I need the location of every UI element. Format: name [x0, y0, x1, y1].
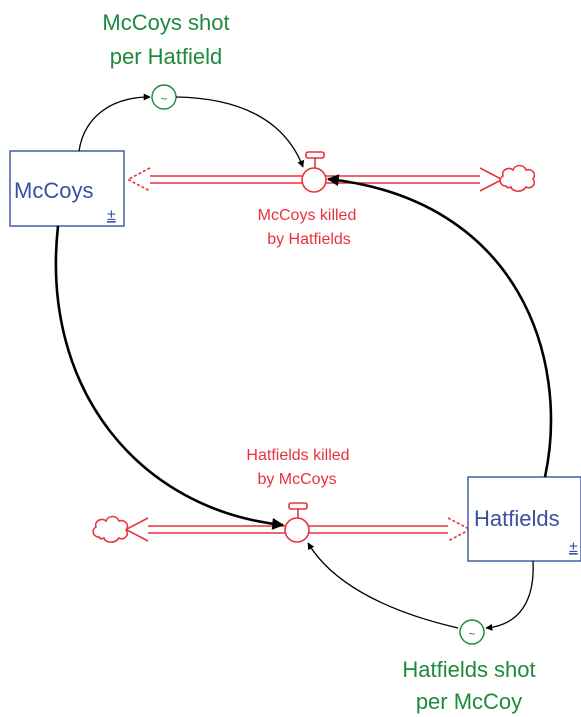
flow-arrowhead-icon	[124, 517, 149, 542]
outflow-arrowhead-icon	[447, 517, 472, 542]
connector-hatfields-to-valve-top	[326, 174, 553, 478]
valve-hatfields-killed[interactable]	[284, 502, 310, 543]
stock-marker-hatfields: ±	[569, 539, 578, 556]
stock-label-mccoys: McCoys	[14, 178, 93, 203]
connector-shot-to-valve-bottom	[307, 542, 459, 629]
converter-label-hatfields-shot-line2: per McCoy	[416, 689, 522, 714]
converter-label-hatfields-shot-line1: Hatfields shot	[402, 657, 535, 682]
flow-label-mccoys-killed-line1: McCoys killed	[258, 207, 357, 224]
connector-hatfields-to-shot	[485, 560, 534, 631]
flow-label-hatfields-killed-line1: Hatfields killed	[246, 447, 349, 464]
flow-label-hatfields-killed-line2: by McCoys	[257, 471, 336, 488]
stock-hatfields[interactable]	[467, 476, 581, 562]
valve-mccoys-killed[interactable]	[301, 151, 327, 193]
converter-symbol-icon: ~	[468, 627, 475, 641]
stock-mccoys[interactable]	[9, 150, 125, 227]
flow-arrowhead-icon	[479, 167, 504, 192]
converter-label-mccoys-shot-line1: McCoys shot	[102, 10, 229, 35]
converter-hatfields-shot[interactable]	[459, 619, 485, 645]
flow-label-mccoys-killed-line2: by Hatfields	[267, 231, 351, 248]
cloud-sink-icon	[92, 515, 129, 543]
converter-label-mccoys-shot-line2: per Hatfield	[110, 44, 223, 69]
stock-marker-mccoys: ±	[107, 207, 116, 224]
connector-mccoys-to-valve-bottom	[54, 225, 285, 530]
connector-shot-to-valve-top	[175, 96, 305, 168]
cloud-sink-icon	[499, 164, 536, 192]
connector-mccoys-to-shot	[78, 93, 151, 152]
stock-label-hatfields: Hatfields	[474, 506, 560, 531]
converter-symbol-icon: ~	[160, 92, 167, 106]
outflow-arrowhead-icon	[126, 167, 151, 192]
